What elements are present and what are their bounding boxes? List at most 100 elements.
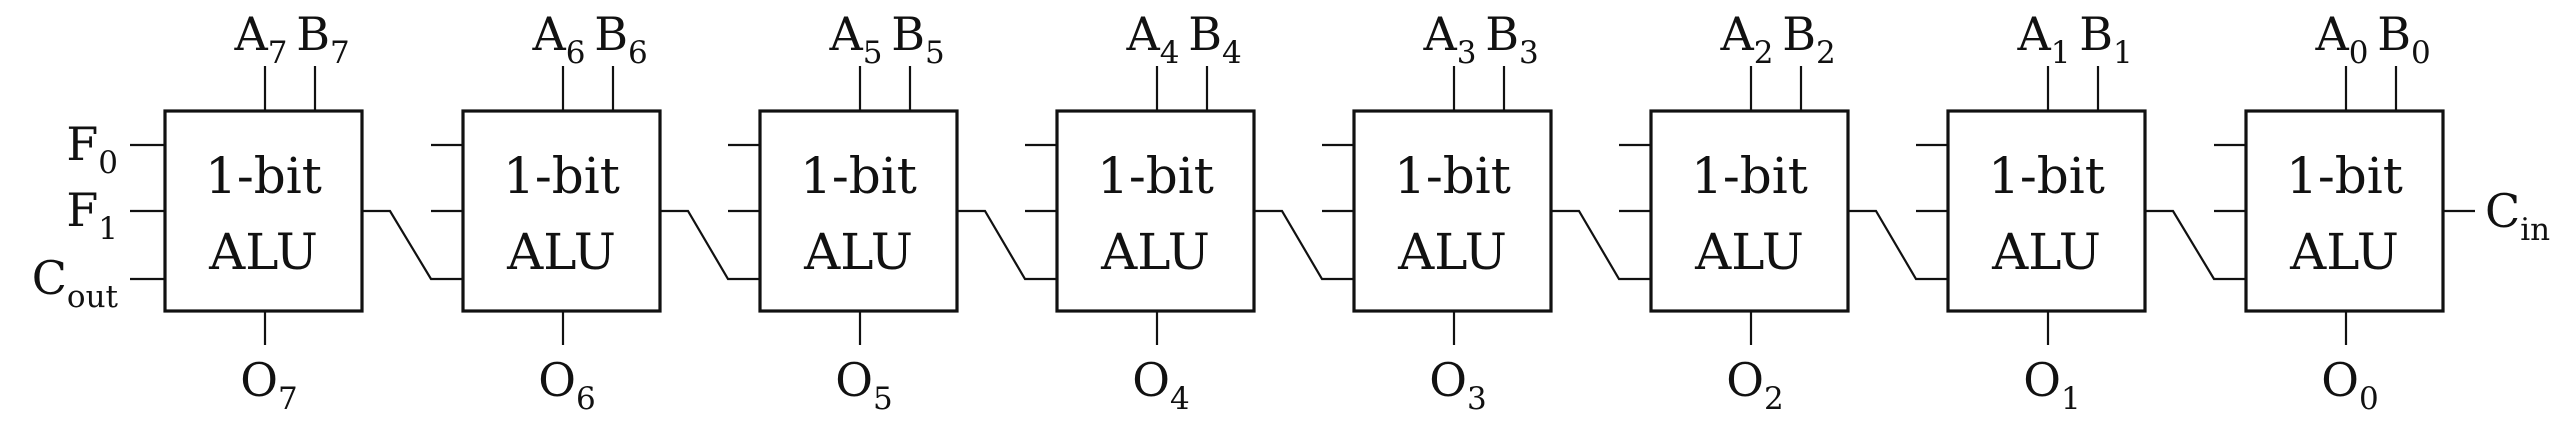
stage-2-a-label-sub: 5 [863, 35, 883, 71]
stage-0-o-label: O7 [240, 353, 297, 417]
stage-3-o-label-main: O [1132, 353, 1170, 407]
carry-wire-1-to-0 [362, 209, 463, 281]
f0-label-main: F [66, 117, 98, 171]
stage-5-a-label-main: A [1720, 7, 1755, 61]
stage-7-a-label: A0 [2315, 7, 2369, 71]
stage-7-o-label-main: O [2321, 353, 2359, 407]
alu-label-line2: ALU [2289, 223, 2399, 281]
alu-box-3 [1055, 109, 1256, 313]
stage-2-b-label: B5 [891, 7, 945, 71]
stage-0-b-label: B7 [296, 7, 350, 71]
alu-box-7 [2244, 109, 2445, 313]
stage-3-o-label: O4 [1132, 353, 1189, 417]
stage-7-b-label-sub: 0 [2411, 35, 2431, 71]
carry-wire-6-to-5 [1848, 209, 1948, 281]
stage-2-b-label-sub: 5 [925, 35, 945, 71]
cin-label-sub: in [2520, 212, 2550, 248]
stage-0-a-label: A7 [234, 7, 288, 71]
stage-6-a-label: A1 [2017, 7, 2071, 71]
carry-wire-4-to-3 [1254, 209, 1354, 281]
alu-box-1 [461, 109, 662, 313]
f1-label-main: F [66, 183, 98, 237]
stage-1-b-label-sub: 6 [628, 35, 648, 71]
stage-1-a-label-main: A [532, 7, 567, 61]
cout-label-main: C [32, 251, 67, 305]
stage-2-b-label-main: B [891, 7, 925, 61]
stage-6-a-label-main: A [2017, 7, 2052, 61]
alu-label-line1: 1-bit [2286, 147, 2403, 205]
alu-label-line1: 1-bit [1394, 147, 1511, 205]
alu-label-line1: 1-bit [503, 147, 620, 205]
stage-4-a-label-sub: 3 [1457, 35, 1477, 71]
stage-7-o-label-sub: 0 [2359, 381, 2379, 417]
stage-1-b-label-main: B [594, 7, 628, 61]
alu-label-line2: ALU [506, 223, 616, 281]
stage-7-b-label-main: B [2377, 7, 2411, 61]
stage-0-o-label-main: O [240, 353, 278, 407]
alu-label-line1: 1-bit [1097, 147, 1214, 205]
stage-1-b-label: B6 [594, 7, 648, 71]
stage-4-a-label: A3 [1423, 7, 1477, 71]
stage-1-a-label: A6 [532, 7, 586, 71]
alu-label-line2: ALU [1991, 223, 2101, 281]
stage-3-b-label-sub: 4 [1222, 35, 1242, 71]
alu-label-line2: ALU [1100, 223, 1210, 281]
stage-5-a-label: A2 [1720, 7, 1774, 71]
stage-3-a-label: A4 [1126, 7, 1180, 71]
stage-2-o-label-sub: 5 [873, 381, 893, 417]
stage-1-o-label-main: O [538, 353, 576, 407]
stage-7-b-label: B0 [2377, 7, 2431, 71]
stage-0-b-label-sub: 7 [330, 35, 350, 71]
f1-label-sub: 1 [98, 211, 118, 247]
stage-2-a-label: A5 [829, 7, 883, 71]
alu-box-0 [163, 109, 364, 313]
stage-5-a-label-sub: 2 [1754, 35, 1774, 71]
alu-label-line1: 1-bit [205, 147, 322, 205]
f0-label-sub: 0 [98, 145, 118, 181]
alu-box-2 [758, 109, 959, 313]
cout-label-sub: out [67, 279, 119, 315]
carry-wire-3-to-2 [957, 209, 1057, 281]
stage-0-o-label-sub: 7 [278, 381, 298, 417]
alu-box-4 [1352, 109, 1553, 313]
stage-3-b-label: B4 [1188, 7, 1242, 71]
stage-7-o-label: O0 [2321, 353, 2378, 417]
stage-4-b-label: B3 [1485, 7, 1539, 71]
stage-2-o-label-main: O [835, 353, 873, 407]
cin-label-main: C [2485, 184, 2520, 238]
stage-5-o-label-sub: 2 [1764, 381, 1784, 417]
stage-4-b-label-sub: 3 [1519, 35, 1539, 71]
stage-0-a-label-sub: 7 [268, 35, 288, 71]
carry-wire-7-to-6 [2145, 209, 2246, 281]
stage-6-o-label-sub: 1 [2061, 381, 2081, 417]
stage-0-a-label-main: A [234, 7, 269, 61]
stage-4-o-label: O3 [1429, 353, 1486, 417]
alu-label-line1: 1-bit [1691, 147, 1808, 205]
stage-2-a-label-main: A [829, 7, 864, 61]
stage-5-b-label-sub: 2 [1816, 35, 1836, 71]
alu-label-line1: 1-bit [1988, 147, 2105, 205]
stage-6-b-label-sub: 1 [2113, 35, 2133, 71]
stage-5-b-label: B2 [1782, 7, 1836, 71]
stage-3-b-label-main: B [1188, 7, 1222, 61]
stage-4-o-label-main: O [1429, 353, 1467, 407]
carry-wire-2-to-1 [660, 209, 760, 281]
f0-label: F0 [66, 117, 118, 181]
stage-0-b-label-main: B [296, 7, 330, 61]
stage-4-b-label-main: B [1485, 7, 1519, 61]
stage-7-a-label-sub: 0 [2349, 35, 2369, 71]
stage-3-a-label-main: A [1126, 7, 1161, 61]
stage-4-a-label-main: A [1423, 7, 1458, 61]
stage-1-o-label: O6 [538, 353, 595, 417]
stage-2-o-label: O5 [835, 353, 892, 417]
alu-box-6 [1946, 109, 2147, 313]
stage-3-o-label-sub: 4 [1170, 381, 1190, 417]
stage-5-o-label: O2 [1726, 353, 1783, 417]
f1-label: F1 [66, 183, 118, 247]
stage-6-b-label-main: B [2079, 7, 2113, 61]
stage-7-a-label-main: A [2315, 7, 2350, 61]
cout-label: Cout [32, 251, 119, 315]
alu-label-line2: ALU [1694, 223, 1804, 281]
stage-6-o-label: O1 [2023, 353, 2080, 417]
